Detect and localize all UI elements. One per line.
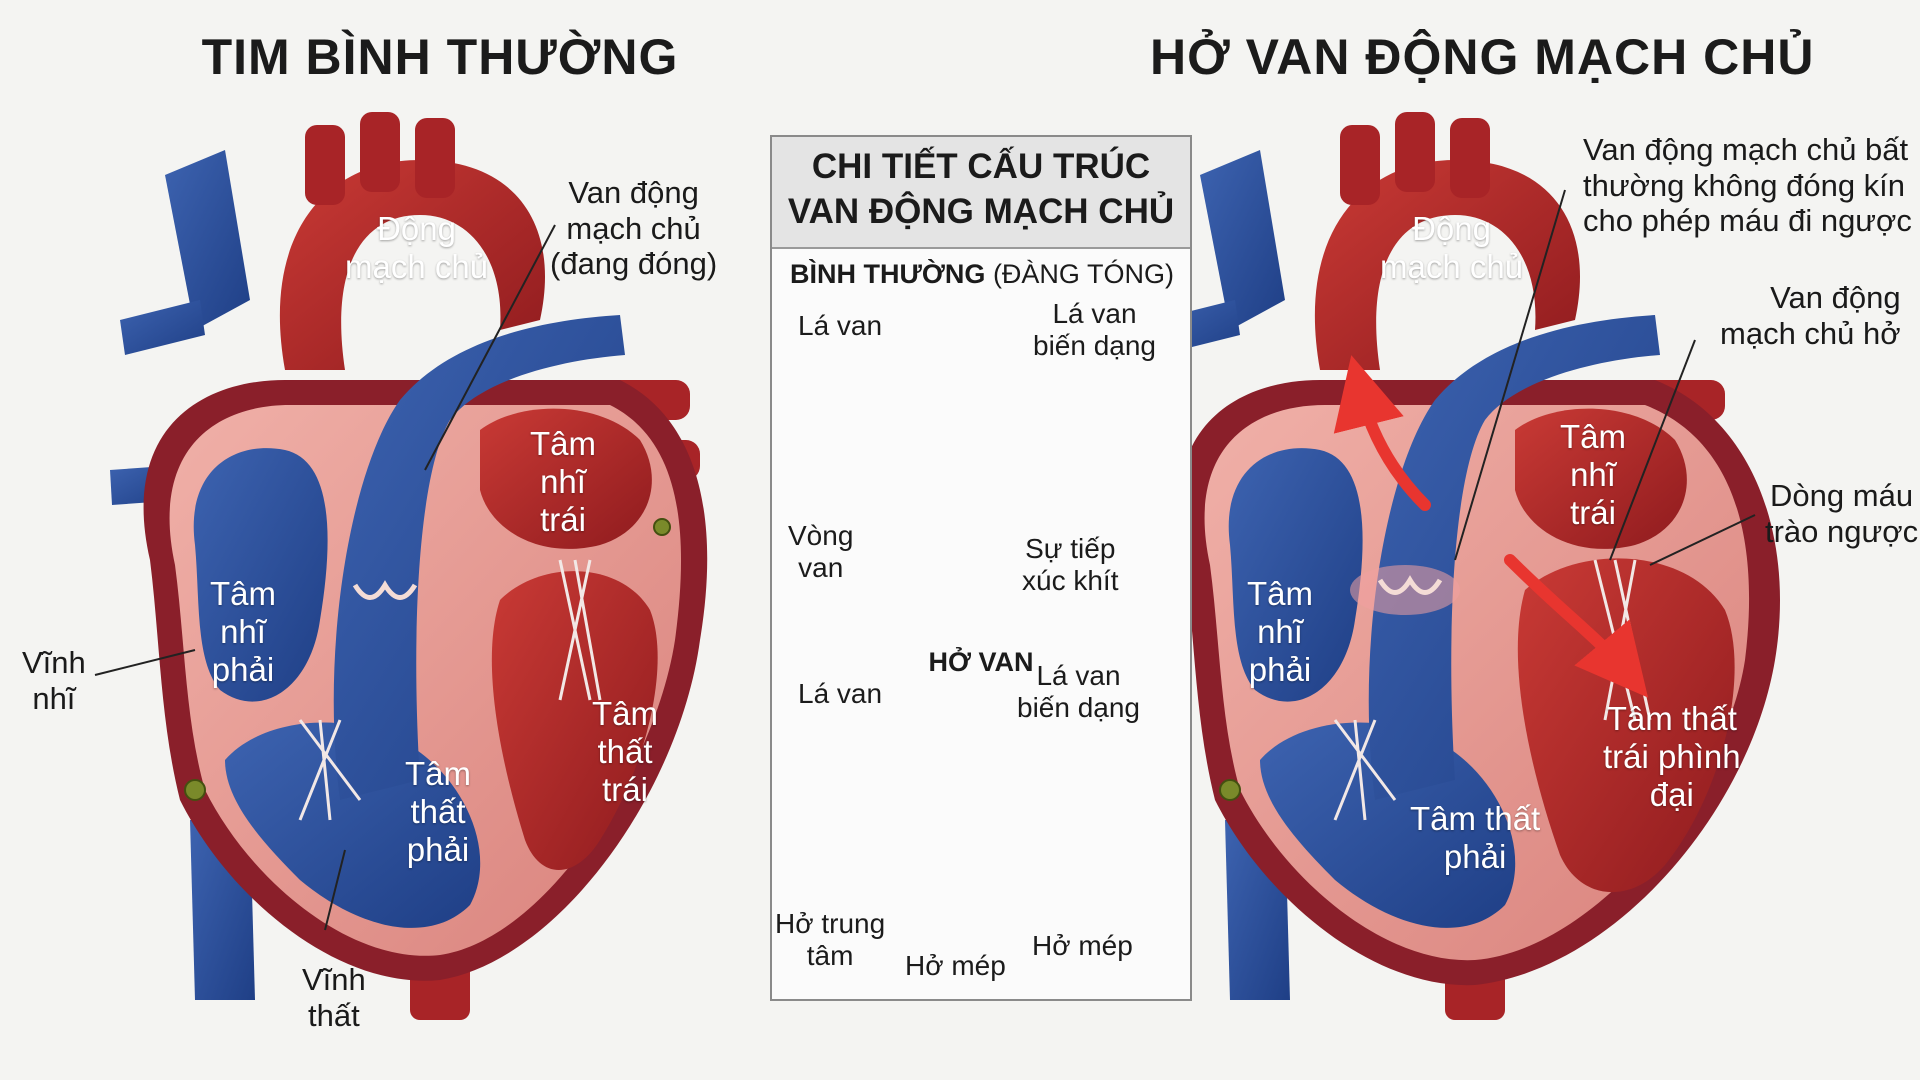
left-leader-lines — [94, 224, 556, 931]
sa-node — [653, 518, 671, 536]
left-title: TIM BÌNH THƯỜNG — [201, 29, 679, 85]
chordae-left — [558, 559, 602, 701]
right-atrium-chamber — [193, 448, 328, 702]
aorta-branch-1 — [305, 125, 345, 205]
label-aortic-valve-closed: Van động mạch chủ (đang đóng) — [550, 175, 718, 282]
label-left-ventricle: Tâm thất trái — [592, 695, 658, 808]
right-leader-lines — [1454, 189, 1756, 566]
aorta-branch-2 — [360, 112, 400, 192]
normal-heart — [110, 112, 708, 1020]
label-left-atrium-right: Tâm nhĩ trái — [1560, 418, 1626, 531]
label-leaky-valve: Van động mạch chủ hở — [1720, 280, 1901, 351]
coaptation-label: Sự tiếp xúc khít — [1022, 533, 1119, 597]
right-title: HỞ VAN ĐỘNG MẠCH CHỦ — [1150, 29, 1815, 85]
normal-heading: BÌNH THƯỜNG (ĐÀNG TÓNG) — [790, 259, 1174, 289]
label-abnormal-valve: Van động mạch chủ bất thường không đóng … — [1583, 132, 1912, 239]
commissure-gap-label-2: Hở mép — [1032, 930, 1133, 961]
normal-deformed-label: Lá van biến dạng — [1033, 298, 1157, 362]
label-left-atrium: Tâm nhĩ trái — [530, 425, 596, 538]
valve-detail-panel: CHI TIẾT CẤU TRÚC VAN ĐỘNG MẠCH CHỦ BÌNH… — [770, 135, 1192, 1001]
superior-vena-cava — [165, 150, 250, 330]
regurgitant-heading: HỞ VAN — [928, 647, 1034, 677]
label-aorta: Động mạch chủ — [345, 210, 489, 285]
normal-leaflet-label: Lá van — [798, 310, 883, 341]
label-right-atrium-right: Tâm nhĩ phải — [1247, 575, 1313, 688]
chordae-right — [298, 719, 362, 821]
backflow-arrow-up — [1333, 355, 1431, 511]
backflow-arrows — [1333, 355, 1649, 698]
pulmonary-trunk — [333, 315, 625, 800]
label-dilated-left-ventricle: Tâm thất trái phình đại — [1603, 700, 1741, 813]
central-gap-label: Hở trung tâm — [775, 908, 886, 972]
backflow-arrow-down — [1504, 554, 1649, 698]
panel-header: CHI TIẾT CẤU TRÚC VAN ĐỘNG MẠCH CHỦ — [772, 137, 1190, 249]
annulus-label: Vòng van — [788, 520, 854, 584]
label-aorta-right: Động mạch chủ — [1380, 210, 1524, 285]
label-backflow: Dòng máu trào ngược — [1765, 478, 1919, 549]
pulmonary-vein-left-1 — [120, 300, 205, 355]
label-right-atrium: Tâm nhĩ phải — [210, 575, 276, 688]
label-ventricular-septum: Vĩnh thất — [302, 962, 366, 1033]
regurg-leaflet-label: Lá van — [798, 678, 883, 709]
regurgitant-heart — [1145, 112, 1780, 1020]
closed-aortic-valve — [352, 580, 418, 600]
panel-title-line-1: CHI TIẾT CẤU TRÚC — [811, 147, 1151, 186]
aorta-branch-3 — [415, 118, 455, 198]
av-node — [184, 779, 206, 801]
label-right-ventricle-right: Tâm thất phải — [1410, 800, 1541, 875]
commissure-gap-label-1: Hở mép — [905, 950, 1006, 981]
label-atrial-septum: Vĩnh nhĩ — [22, 645, 86, 716]
left-atrium-chamber — [480, 408, 652, 549]
label-right-ventricle: Tâm thất phải — [405, 755, 471, 868]
left-ventricle-chamber — [491, 571, 658, 870]
aortic-arch — [279, 160, 545, 370]
regurg-deformed-label: Lá van biến dạng — [1017, 660, 1141, 724]
panel-title-line-2: VAN ĐỘNG MẠCH CHỦ — [787, 192, 1175, 231]
